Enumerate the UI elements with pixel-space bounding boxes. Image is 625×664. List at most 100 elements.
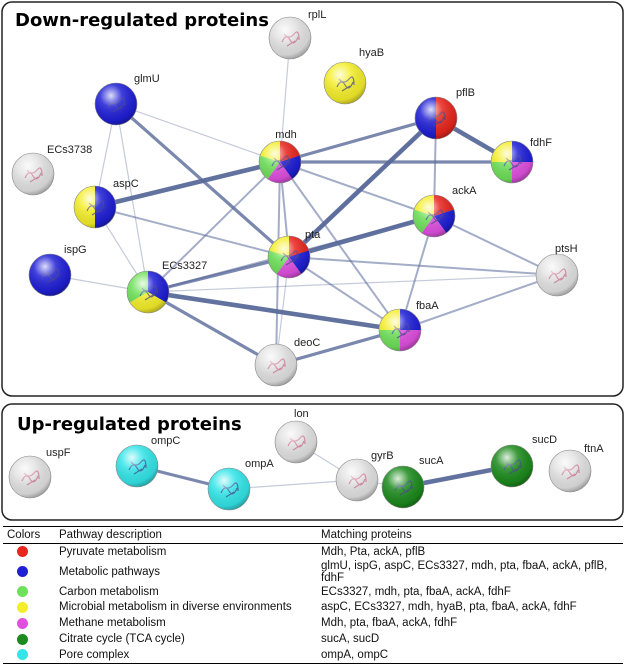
node-gloss	[28, 253, 72, 297]
node-gloss	[94, 82, 138, 126]
node-ECs3738[interactable]: ECs3738	[11, 144, 92, 196]
node-gloss	[268, 16, 312, 60]
node-label: aspC	[113, 178, 139, 190]
legend-matching-proteins: ECs3327, mdh, pta, fbaA, ackA, fdhF	[321, 585, 511, 598]
node-gyrB[interactable]: gyrB	[335, 450, 394, 502]
node-ftnA[interactable]: ftnA	[548, 443, 604, 493]
legend-matching-proteins: Mdh, Pta, ackA, pflB	[321, 545, 426, 558]
edge-pflB-pta	[288, 117, 437, 258]
edge-ackA-ptsH	[433, 215, 558, 276]
node-label: ompC	[151, 435, 180, 447]
node-label: fdhF	[530, 137, 552, 149]
legend-header-pathway: Pathway description	[55, 526, 317, 544]
edge-aspC-mdh	[94, 159, 281, 210]
node-label: sucD	[532, 434, 557, 446]
up-regulated-panel	[1, 403, 624, 521]
legend-color-dot-icon	[17, 546, 28, 558]
legend-matching-proteins: sucA, sucD	[321, 633, 380, 646]
legend-pathway-description: Metabolic pathways	[59, 565, 160, 578]
down-regulated-title: Down-regulated proteins	[15, 10, 269, 31]
legend-color-cell	[3, 600, 55, 616]
node-gloss	[115, 444, 159, 488]
node-label: fbaA	[416, 300, 439, 312]
node-sucA[interactable]: sucA	[381, 455, 444, 509]
node-gloss	[323, 61, 367, 105]
up-regulated-title: Up-regulated proteins	[17, 414, 242, 435]
edge-mdh-fbaA	[279, 161, 401, 331]
legend-row: Citrate cycle (TCA cycle) sucA, sucD	[3, 631, 623, 647]
node-gloss	[8, 455, 52, 499]
legend-matching-proteins: aspC, ECs3327, mdh, hyaB, pta, fbaA, ack…	[321, 601, 577, 614]
legend-color-cell	[3, 584, 55, 600]
node-lon[interactable]: lon	[274, 408, 318, 464]
node-ompA[interactable]: ompA	[207, 458, 274, 511]
node-gloss	[412, 194, 456, 238]
node-label: ompA	[245, 458, 274, 470]
legend-color-cell	[3, 615, 55, 631]
edge-mdh-pflB	[279, 116, 437, 164]
node-pta[interactable]: pta	[267, 229, 321, 279]
legend-color-cell	[3, 646, 55, 664]
edge-ECs3327-deoC	[147, 290, 277, 367]
node-glmU[interactable]: glmU	[94, 73, 160, 126]
node-label: glmU	[134, 73, 160, 85]
legend-row: Carbon metabolism ECs3327, mdh, pta, fbaA…	[3, 584, 623, 600]
node-pflB[interactable]: pflB	[414, 87, 475, 140]
node-gloss	[254, 343, 298, 387]
node-ackA[interactable]: ackA	[412, 185, 477, 238]
legend-color-dot-icon	[17, 586, 28, 598]
edge-fbaA-ptsH	[399, 274, 558, 331]
node-label: pflB	[456, 87, 475, 99]
node-label: mdh	[275, 129, 296, 141]
legend-color-dot-icon	[17, 566, 28, 578]
node-mdh[interactable]: mdh	[258, 129, 302, 184]
node-rplL[interactable]: rplL	[268, 9, 326, 60]
node-fbaA[interactable]: fbaA	[378, 300, 439, 352]
node-fdhF[interactable]: fdhF	[490, 137, 552, 184]
node-uspF[interactable]: uspF	[8, 447, 71, 499]
node-label: lon	[294, 408, 309, 420]
node-label: ftnA	[584, 443, 604, 455]
node-aspC[interactable]: aspC	[73, 178, 139, 229]
node-gloss	[335, 458, 379, 502]
legend-header-colors: Colors	[3, 526, 55, 544]
edge-ECs3327-fbaA	[147, 289, 401, 333]
node-hyaB[interactable]: hyaB	[323, 47, 384, 105]
node-ptsH[interactable]: ptsH	[535, 243, 579, 297]
legend-row: Microbial metabolism in diverse environm…	[3, 600, 623, 616]
node-gloss	[73, 185, 117, 229]
node-label: sucA	[419, 455, 444, 467]
edge-glmU-mdh	[115, 103, 281, 163]
node-ompC[interactable]: ompC	[115, 435, 180, 488]
edge-glmU-pta	[114, 102, 291, 259]
node-label: ECs3327	[162, 260, 207, 272]
node-gloss	[274, 420, 318, 464]
node-deoC[interactable]: deoC	[254, 337, 320, 387]
node-gloss	[258, 140, 302, 184]
node-label: gyrB	[371, 450, 394, 462]
legend-matching-proteins: ompA, ompC	[317, 646, 623, 664]
node-label: uspF	[46, 447, 71, 459]
legend-header-row: Colors Pathway description Matching prot…	[3, 526, 623, 544]
node-label: ECs3738	[47, 144, 92, 156]
node-label: ispG	[64, 244, 87, 256]
legend-pathway-description: Carbon metabolism	[59, 585, 159, 598]
node-label: deoC	[294, 337, 320, 349]
legend-matching-proteins: Mdh, pta, fbaA, ackA, fdhF	[321, 617, 458, 630]
node-ECs3327[interactable]: ECs3327	[126, 260, 207, 314]
node-sucD[interactable]: sucD	[490, 434, 557, 488]
legend-pathway-description: Pore complex	[55, 646, 317, 664]
legend-pathway-description: Microbial metabolism in diverse environm…	[59, 601, 292, 614]
node-label: pta	[305, 229, 321, 241]
node-layer: rplL hyaB glmU pflB fdhF ECs3738 mdh aspC ackA pt…	[8, 9, 604, 511]
legend-pathway-description: Citrate cycle (TCA cycle)	[59, 633, 185, 646]
node-ispG[interactable]: ispG	[28, 244, 87, 297]
legend-header-proteins: Matching proteins	[317, 526, 623, 544]
node-gloss	[378, 308, 422, 352]
node-label: rplL	[308, 9, 326, 21]
pathway-legend-table: Colors Pathway description Matching prot…	[3, 526, 623, 664]
edge-deoC-fbaA	[275, 328, 401, 367]
